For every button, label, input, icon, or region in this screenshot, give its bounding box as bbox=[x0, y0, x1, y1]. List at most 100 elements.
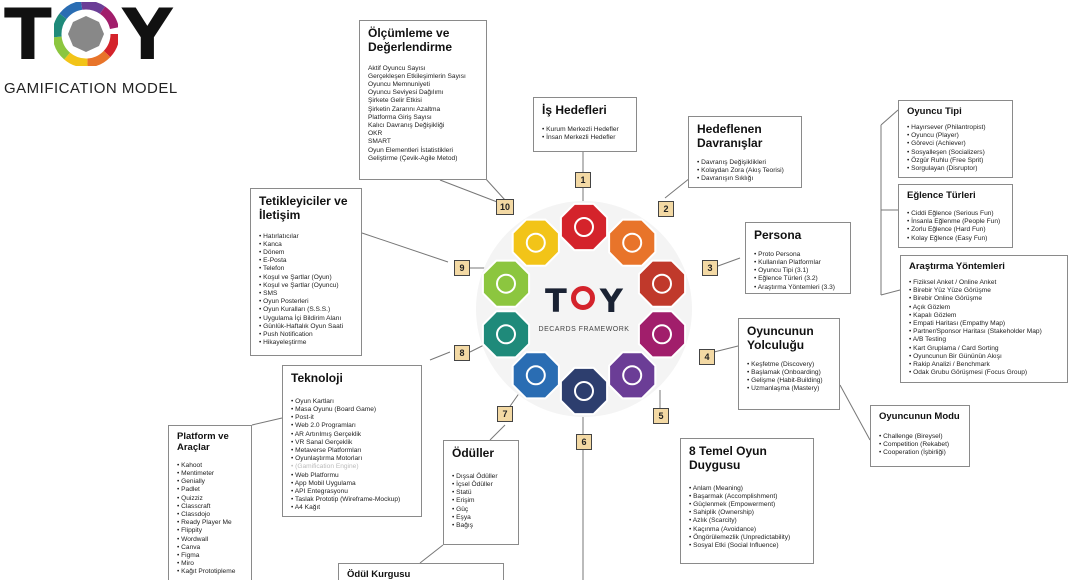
gauge-icon bbox=[496, 273, 516, 294]
center-ring-icon bbox=[571, 286, 596, 310]
list-item: Oyun Kartları bbox=[291, 398, 413, 406]
list-item: Telefon bbox=[259, 265, 353, 273]
center-brand: T Y bbox=[538, 282, 630, 320]
list-item: Şirketin Zararını Azaltma bbox=[368, 105, 441, 113]
step-number-4: 4 bbox=[699, 349, 715, 365]
logo-letter-y: Y bbox=[122, 0, 173, 76]
briefcase-icon bbox=[574, 217, 594, 237]
list-item: Ready Player Me bbox=[177, 519, 243, 527]
box-odul-kurgusu-title: Ödül Kurgusu bbox=[347, 569, 411, 580]
list-item: Azlık (Scarcity) bbox=[689, 517, 805, 525]
trophy-icon bbox=[525, 365, 546, 386]
list-item: Araştırma Yöntemleri (3.3) bbox=[754, 284, 842, 292]
step-number-1: 1 bbox=[575, 172, 591, 188]
list-item: Partner/Sponsor Haritası (Stakeholder Ma… bbox=[909, 328, 1059, 336]
list-item: Günlük-Haftalık Oyun Saati bbox=[259, 323, 353, 331]
list-item: Mentimeter bbox=[177, 470, 243, 478]
list-item: Özgür Ruhlu (Free Sprit) bbox=[907, 157, 1004, 165]
list-item: İçsel Ödüller bbox=[452, 481, 510, 489]
list-item: Birebir Online Görüşme bbox=[909, 295, 1059, 303]
list-item: Başarmak (Accomplishment) bbox=[689, 493, 805, 501]
list-item: Şirkete Gelir Etkisi bbox=[368, 97, 422, 105]
list-item: SMART bbox=[368, 138, 391, 146]
list-item: İnsan Merkezli Hedefler bbox=[542, 134, 628, 142]
step-number-8: 8 bbox=[454, 345, 470, 361]
list-item: Odak Grubu Görüşmesi (Focus Group) bbox=[909, 369, 1059, 377]
list-item: Dönem bbox=[259, 249, 353, 257]
list-item: Oyun Elementleri İstatistikleri bbox=[368, 146, 454, 154]
wheel-segment-1 bbox=[559, 202, 609, 252]
box-hedeflenen: Hedeflenen Davranışlar Davranış Değişikl… bbox=[688, 116, 802, 188]
box-tetikleyiciler-title: Tetikleyiciler ve İletişim bbox=[259, 194, 348, 222]
box-platform: Platform ve Araçlar Kahoot Mentimeter Ge… bbox=[168, 425, 252, 580]
list-item: Birebir Yüz Yüze Görüşme bbox=[909, 287, 1059, 295]
list-item: Sosyal Etki (Social Influence) bbox=[689, 542, 805, 550]
box-odul-kurgusu: Ödül Kurgusu bbox=[338, 563, 504, 580]
step-number-7: 7 bbox=[497, 406, 513, 422]
list-item: Wordwall bbox=[177, 536, 243, 544]
box-oduller-title: Ödüller bbox=[452, 446, 495, 460]
list-item: AR Artırılmış Gerçeklik bbox=[291, 431, 413, 439]
box-tetikleyiciler: Tetikleyiciler ve İletişim Hatırlatıcıla… bbox=[250, 188, 362, 356]
list-item: Kurum Merkezli Hedefler bbox=[542, 126, 628, 134]
list-item: Öngörülemezlik (Unpredictability) bbox=[689, 534, 805, 542]
list-item: App Mobil Uygulama bbox=[291, 480, 413, 488]
list-item: A/B Testing bbox=[909, 336, 1059, 344]
wheel-segment-6 bbox=[559, 366, 609, 416]
list-item: Miro bbox=[177, 560, 243, 568]
list-item: Eşya bbox=[452, 514, 510, 522]
list-item: Eğlence Türleri (3.2) bbox=[754, 275, 842, 283]
list-item: Kapalı Gözlem bbox=[909, 312, 1059, 320]
list-item: Anlam (Meaning) bbox=[689, 485, 805, 493]
list-item: Web 2.0 Programları bbox=[291, 422, 413, 430]
box-oyuncu-tipi-title: Oyuncu Tipi bbox=[907, 106, 962, 117]
list-item: Uygulama İçi Bildirim Alanı bbox=[259, 315, 353, 323]
list-item: Kart Gruplama / Card Sorting bbox=[909, 345, 1059, 353]
list-item: Metaverse Platformları bbox=[291, 447, 413, 455]
wheel-segment-4 bbox=[637, 310, 687, 359]
list-item: Kaçınma (Avoidance) bbox=[689, 526, 805, 534]
list-item: Sahiplik (Ownership) bbox=[689, 509, 805, 517]
wheel-segment-5 bbox=[608, 351, 657, 400]
list-item: Quizziz bbox=[177, 495, 243, 503]
box-eglence: Eğlence Türleri Ciddi Eğlence (Serious F… bbox=[898, 184, 1013, 248]
box-hedeflenen-title: Hedeflenen Davranışlar bbox=[697, 122, 763, 150]
list-item: OKR bbox=[368, 130, 383, 138]
list-item: Oyunlaştırma Motorları bbox=[291, 455, 413, 463]
list-item: API Entegrasyonu bbox=[291, 488, 413, 496]
list-item: Güçlenmek (Empowerment) bbox=[689, 501, 805, 509]
wheel-segment-8 bbox=[481, 310, 531, 359]
list-item: Competition (Rekabet) bbox=[879, 441, 961, 449]
list-item: Hatırlatıcılar bbox=[259, 233, 353, 241]
wheel-segment-10 bbox=[511, 218, 560, 267]
list-item: Oyuncunun Bir Gününün Akışı bbox=[909, 353, 1059, 361]
logo: T Y GAMIFICATION MODEL bbox=[4, 0, 184, 100]
box-oyuncu-modu-title: Oyuncunun Modu bbox=[879, 411, 960, 422]
step-number-6: 6 bbox=[576, 434, 592, 450]
step-number-2: 2 bbox=[658, 201, 674, 217]
wheel-segment-3 bbox=[637, 259, 687, 308]
list-item: Web Platformu bbox=[291, 472, 413, 480]
list-item: Kalıcı Davranış Değişikliği bbox=[368, 122, 445, 130]
list-item: Classdojo bbox=[177, 511, 243, 519]
list-item: Genially bbox=[177, 478, 243, 486]
list-item: Geliştirme (Çevik-Agile Metod) bbox=[368, 154, 458, 162]
list-item: Oyuncu Seviyesi Dağılımı bbox=[368, 89, 444, 97]
list-item: Push Notification bbox=[259, 331, 353, 339]
list-item: Davranış Değişiklikleri bbox=[697, 159, 793, 167]
list-item: Güç bbox=[452, 506, 510, 514]
list-item: Hayırsever (Philantropist) bbox=[907, 124, 1004, 132]
list-item: Erişim bbox=[452, 497, 510, 505]
list-item: Kağıt Prototipleme bbox=[177, 568, 243, 576]
list-item: İnsanla Eğlenme (People Fun) bbox=[907, 218, 1004, 226]
list-item: Ciddi Eğlence (Serious Fun) bbox=[907, 210, 1004, 218]
list-item: Davranışın Sıklığı bbox=[697, 175, 793, 183]
step-number-5: 5 bbox=[653, 408, 669, 424]
list-item: Hikayeleştirme bbox=[259, 339, 353, 347]
list-item: Proto Persona bbox=[754, 251, 842, 259]
box-teknoloji: Teknoloji Oyun Kartları Masa Oyunu (Boar… bbox=[282, 365, 422, 517]
box-olcumleme-title: Ölçümleme ve Değerlendirme bbox=[368, 26, 453, 54]
list-item: Gelişme (Habit-Building) bbox=[747, 377, 831, 385]
box-oyuncu-tipi: Oyuncu Tipi Hayırsever (Philantropist) O… bbox=[898, 100, 1013, 178]
